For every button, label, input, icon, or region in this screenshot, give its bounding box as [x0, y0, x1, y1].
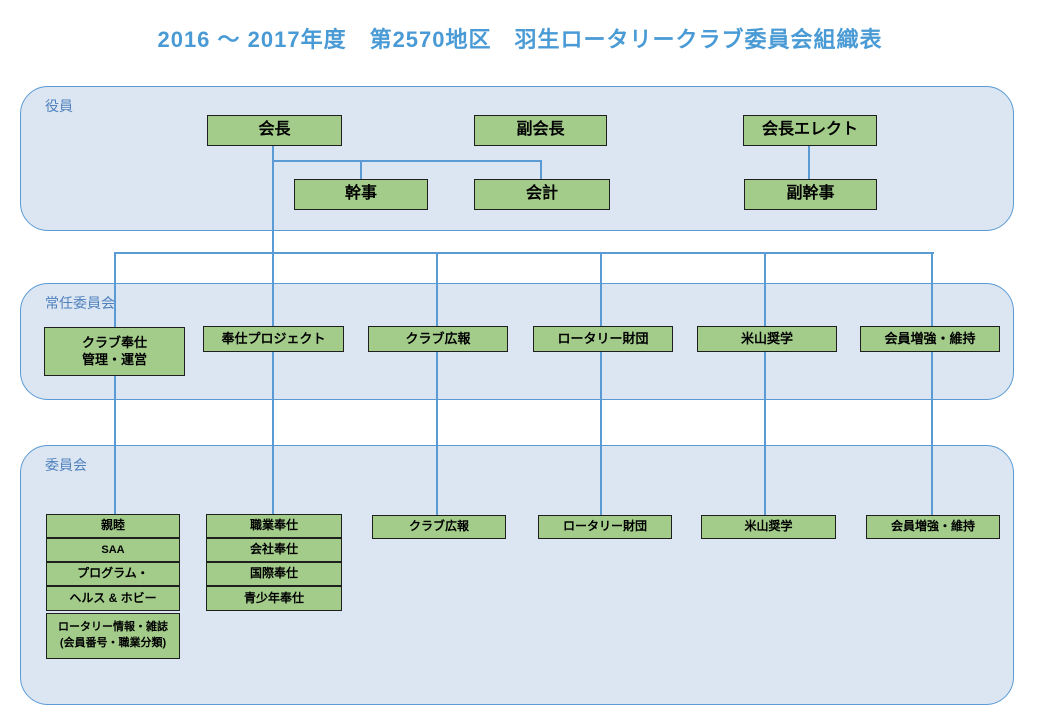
org-box-standing-rotary-foundation: ロータリー財団	[533, 326, 673, 352]
org-box-vice-president-label: 副会長	[516, 121, 565, 139]
health-hobby-label: ヘルス & ホビー	[69, 590, 157, 605]
org-box-info-magazine: ロータリー情報・雑誌 (会員番号・職業分類)	[46, 613, 180, 659]
connector-secretary-drop	[360, 160, 362, 179]
org-box-international-service: 国際奉仕	[206, 562, 342, 586]
committee-rotary-foundation-label: ロータリー財団	[562, 519, 647, 534]
standing-rotary-foundation-label: ロータリー財団	[557, 330, 649, 346]
org-box-standing-yoneyama: 米山奨学	[697, 326, 837, 352]
org-box-treasurer: 会計	[474, 179, 610, 210]
connector-treasurer-drop	[540, 160, 542, 179]
org-box-youth-service: 青少年奉仕	[206, 586, 342, 611]
connector-column-club-service	[114, 252, 116, 514]
section-committees: 委員会	[20, 445, 1014, 705]
org-box-president-elect: 会長エレクト	[743, 115, 877, 146]
fellowship-label: 親睦	[100, 518, 125, 533]
standing-public-relations-label: クラブ広報	[405, 330, 471, 346]
org-box-committee-membership: 会員増強・維持	[866, 515, 1000, 539]
standing-membership-label: 会員増強・維持	[884, 330, 976, 346]
info-magazine-line2: (会員番号・職業分類)	[59, 637, 167, 649]
org-box-vocational-service: 職業奉仕	[206, 514, 342, 538]
org-box-saa: SAA	[46, 538, 180, 562]
standing-service-projects-label: 奉仕プロジェクト	[221, 330, 326, 346]
org-box-standing-club-service: クラブ奉仕 管理・運営	[44, 327, 185, 376]
saa-label: SAA	[101, 543, 125, 556]
international-service-label: 国際奉仕	[249, 566, 298, 581]
connector-distributor-horizontal	[114, 252, 934, 254]
org-box-deputy-secretary-label: 副幹事	[786, 185, 835, 203]
company-service-label: 会社奉仕	[249, 542, 298, 557]
committee-public-relations-label: クラブ広報	[408, 519, 469, 534]
org-box-president: 会長	[207, 115, 342, 146]
org-box-committee-yoneyama: 米山奨学	[701, 515, 836, 539]
org-box-secretary: 幹事	[294, 179, 428, 210]
org-box-president-label: 会長	[258, 121, 291, 139]
org-box-committee-rotary-foundation: ロータリー財団	[538, 515, 672, 539]
connector-officers-horizontal	[272, 160, 542, 162]
youth-service-label: 青少年奉仕	[243, 590, 304, 605]
org-box-fellowship: 親睦	[46, 514, 180, 538]
org-box-standing-public-relations: クラブ広報	[368, 326, 508, 352]
program-label: プログラム・	[77, 566, 149, 581]
org-box-health-hobby: ヘルス & ホビー	[46, 586, 180, 611]
section-officers-label: 役員	[45, 98, 73, 114]
org-box-standing-service-projects: 奉仕プロジェクト	[203, 326, 344, 352]
connector-column-public-relations	[436, 252, 438, 515]
standing-club-service-line2: 管理・運営	[81, 351, 147, 367]
standing-club-service-line1: クラブ奉仕	[81, 334, 147, 350]
section-standing-committees: 常任委員会	[20, 283, 1014, 400]
org-box-deputy-secretary: 副幹事	[744, 179, 877, 210]
connector-column-yoneyama	[764, 252, 766, 515]
org-box-company-service: 会社奉仕	[206, 538, 342, 562]
connector-president-elect-drop	[808, 145, 810, 179]
vocational-service-label: 職業奉仕	[249, 518, 298, 533]
org-box-standing-membership: 会員増強・維持	[860, 326, 1000, 352]
chart-title: 2016 ～ 2017年度 第2570地区 羽生ロータリークラブ委員会組織表	[157, 27, 883, 52]
org-box-vice-president: 副会長	[474, 115, 607, 146]
section-standing-label: 常任委員会	[45, 295, 115, 311]
org-box-program: プログラム・	[46, 562, 180, 586]
org-box-secretary-label: 幹事	[344, 185, 377, 203]
standing-yoneyama-label: 米山奨学	[740, 330, 793, 346]
committee-membership-label: 会員増強・維持	[890, 519, 975, 534]
org-box-president-elect-label: 会長エレクト	[761, 121, 858, 139]
org-box-committee-public-relations: クラブ広報	[372, 515, 506, 539]
connector-column-membership	[931, 252, 933, 515]
connector-column-rotary-foundation	[600, 252, 602, 515]
committee-yoneyama-label: 米山奨学	[744, 519, 793, 534]
section-committees-label: 委員会	[45, 457, 87, 473]
org-box-treasurer-label: 会計	[525, 185, 558, 203]
info-magazine-line1: ロータリー情報・雑誌	[58, 621, 168, 634]
